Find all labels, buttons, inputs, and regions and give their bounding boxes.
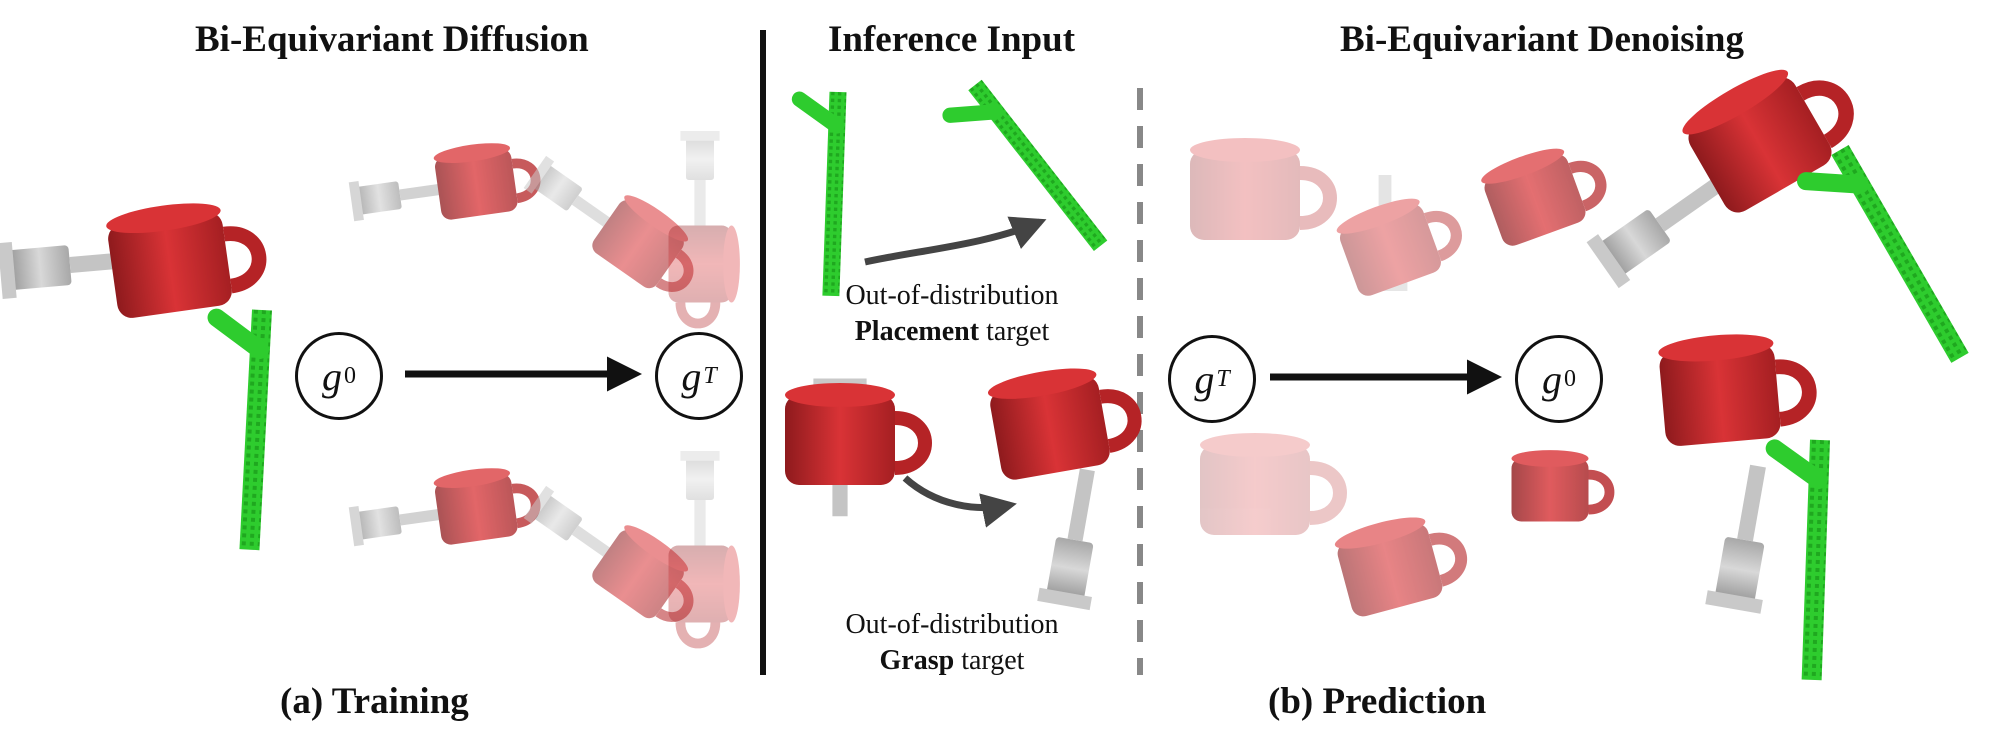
- placement-caption: Out-of-distribution Placement target: [792, 278, 1112, 350]
- training-copy-top-1: [348, 136, 540, 233]
- placement-transform-arrow: [864, 216, 1047, 266]
- placement-caption-rest: target: [979, 316, 1050, 347]
- placement-caption-bold: Placement: [854, 316, 980, 347]
- prediction-title: Bi-Equivariant Denoising: [1340, 19, 1745, 60]
- prediction-scene: [1190, 44, 1969, 680]
- training-copy-bottom-3: [669, 451, 740, 644]
- grasp-caption-line1: Out-of-distribution: [845, 609, 1059, 640]
- prediction-end-symbol: g: [1542, 356, 1562, 402]
- prediction-start-symbol: g: [1194, 356, 1215, 402]
- pred-bottom-final-rack: [1767, 438, 1830, 680]
- training-copy-bottom-1: [348, 461, 540, 558]
- grasp-caption-rest: target: [954, 645, 1025, 676]
- pred-top-step-2: [1322, 175, 1470, 307]
- prediction-end-sub: 0: [1564, 365, 1576, 392]
- grasp-transform-arrow: [902, 475, 1017, 528]
- training-end-symbol: g: [681, 353, 702, 399]
- training-scene: [0, 131, 740, 644]
- training-main-rack: [205, 308, 272, 551]
- grasp-caption-line2: Grasp target: [792, 643, 1112, 679]
- inference-scene: [785, 80, 1142, 611]
- pred-bottom-step-3: [1512, 450, 1610, 521]
- pred-bottom-final-mug: [1657, 328, 1813, 448]
- prediction-subcaption: (b) Prediction: [1268, 681, 1487, 722]
- training-end-sub: T: [703, 362, 717, 389]
- pred-top-final-rack: [1801, 145, 1969, 380]
- pred-bottom-final-gripper: [1705, 461, 1786, 614]
- training-title: Bi-Equivariant Diffusion: [195, 19, 589, 60]
- pred-bottom-step-1: [1200, 433, 1340, 535]
- placement-caption-line1: Out-of-distribution: [845, 280, 1059, 311]
- inference-title: Inference Input: [828, 19, 1076, 60]
- placement-rack-source: [793, 91, 847, 297]
- training-subcaption: (a) Training: [280, 681, 469, 722]
- placement-caption-line2: Placement target: [792, 314, 1112, 350]
- grasp-caption-bold: Grasp: [879, 645, 955, 676]
- pred-top-step-3: [1478, 134, 1611, 249]
- grasp-mug-target-body: [986, 357, 1142, 482]
- grasp-caption: Out-of-distribution Grasp target: [792, 607, 1112, 679]
- training-start-sub: 0: [344, 362, 356, 389]
- prediction-start-sub: T: [1216, 365, 1230, 392]
- training-start-symbol: g: [322, 353, 342, 399]
- training-main-mug: [104, 193, 264, 320]
- pred-top-step-1: [1190, 138, 1330, 240]
- grasp-mug-target: [1037, 465, 1114, 611]
- training-copy-top-3: [669, 131, 740, 324]
- pred-bottom-step-2: [1332, 505, 1469, 620]
- grasp-mug-source-body: [785, 383, 925, 485]
